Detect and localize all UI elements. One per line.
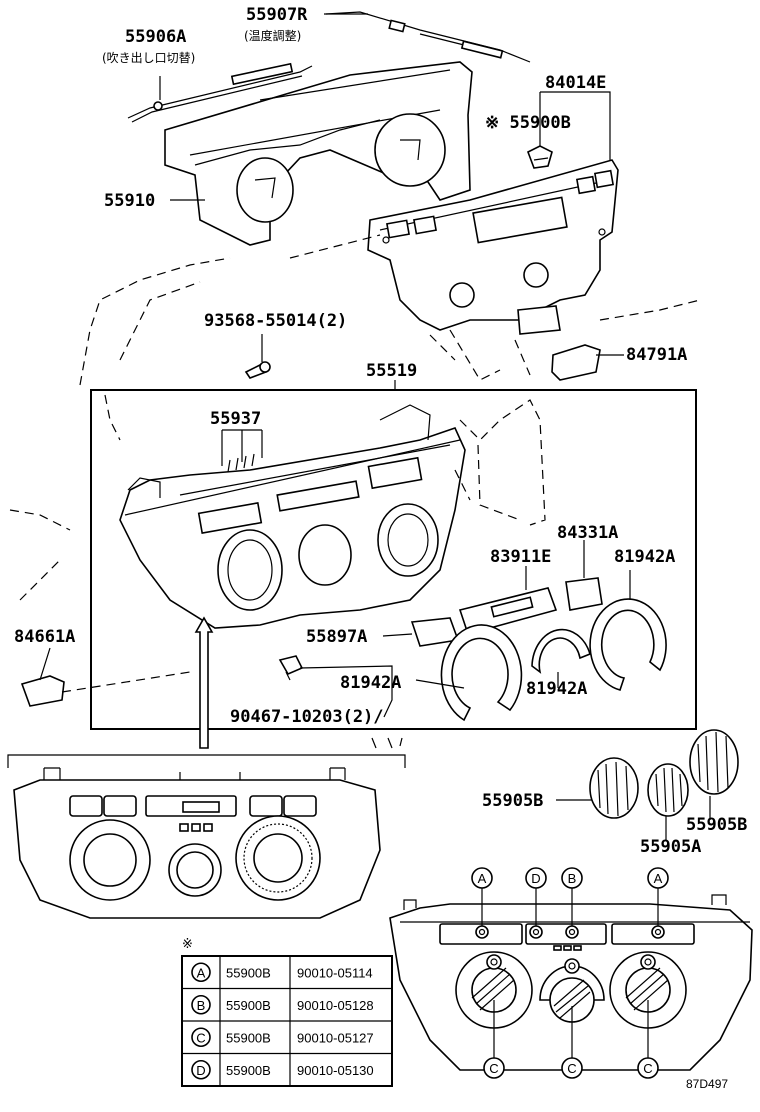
dashboard-outline <box>79 234 701 386</box>
svg-text:A: A <box>654 871 663 886</box>
table-row-marker <box>191 994 211 1015</box>
marker-b: B <box>561 867 583 889</box>
label-84661a: 84661A <box>14 627 75 647</box>
table-row-code: 90010-05128 <box>297 998 374 1013</box>
table-row-key: A <box>197 965 206 980</box>
bracket-55910 <box>164 61 473 246</box>
table-row-part: 55900B <box>226 998 271 1013</box>
label-55519: 55519 <box>366 361 417 381</box>
table-row-part: 55900B <box>226 1063 271 1078</box>
leader-lines <box>39 13 711 1058</box>
svg-text:C: C <box>643 1061 652 1076</box>
table-row-marker <box>191 1059 211 1080</box>
table-row: D 55900B 90010-05130 <box>191 1059 374 1080</box>
svg-text:A: A <box>478 871 487 886</box>
front-view-panel <box>13 767 381 919</box>
label-55900b: ※ 55900B <box>485 113 571 133</box>
label-90467: 90467-10203(2)/ <box>230 707 384 727</box>
label-83911e: 83911E <box>490 547 551 567</box>
marker-a-left: A <box>471 867 493 889</box>
table-row-key: D <box>196 1063 205 1078</box>
table-row-marker <box>191 1027 211 1048</box>
cable-55907r <box>325 11 531 63</box>
tick-marks <box>371 737 403 749</box>
panel-83911e <box>458 587 558 635</box>
panel-84014e <box>367 159 619 335</box>
dash-inner-2 <box>459 399 546 526</box>
dash-inner-3 <box>477 444 521 521</box>
diagram-code: 87D497 <box>686 1077 728 1091</box>
svg-text:C: C <box>567 1061 576 1076</box>
arrow-up <box>194 616 214 749</box>
dash-left-2 <box>19 559 61 601</box>
table-row-code: 90010-05130 <box>297 1063 374 1078</box>
table-row-part: 55900B <box>226 965 271 980</box>
button-84331a <box>565 577 603 611</box>
marker-d: D <box>525 867 547 889</box>
clip-90467 <box>278 655 304 681</box>
marker-c-right: C <box>637 1057 659 1079</box>
label-55910: 55910 <box>104 191 155 211</box>
svg-text:B: B <box>568 871 577 886</box>
screw-93568 <box>244 361 271 379</box>
knob-55905a <box>647 763 689 817</box>
control-housing-55519 <box>119 404 466 629</box>
label-55905b-1: 55905B <box>482 791 543 811</box>
label-55905b-2: 55905B <box>686 815 747 835</box>
dash-inner-1 <box>104 394 121 441</box>
table-note-symbol: ※ <box>182 936 193 951</box>
label-55907r: 55907R <box>246 5 308 25</box>
cover-84791a <box>551 344 601 381</box>
marker-a-right: A <box>647 867 669 889</box>
label-84791a: 84791A <box>626 345 687 365</box>
ring-81942a-left <box>440 624 523 722</box>
marker-c-middle: C <box>561 1057 583 1079</box>
table-row: A 55900B 90010-05114 <box>191 962 373 983</box>
clips-55937 <box>227 453 255 473</box>
table-row-key: C <box>196 1030 205 1045</box>
label-84331a: 84331A <box>557 523 618 543</box>
label-81942a-1: 81942A <box>614 547 675 567</box>
rear-view-panel <box>389 894 753 1071</box>
bracket-line <box>7 754 406 768</box>
table-row-code: 90010-05114 <box>297 965 373 980</box>
clip-55900b <box>526 145 553 169</box>
label-55906a-note: (吹き出し口切替) <box>102 51 195 65</box>
label-55937: 55937 <box>210 409 261 429</box>
assembly-box-55519 <box>90 389 697 730</box>
part-table <box>181 955 393 1087</box>
knob-55905b-left <box>589 757 639 819</box>
table-row-part: 55900B <box>226 1030 271 1045</box>
label-55906a: 55906A <box>125 27 186 47</box>
dash-84661a <box>61 671 191 693</box>
svg-text:D: D <box>531 871 540 886</box>
dash-inner-4 <box>454 469 471 501</box>
table-row: B 55900B 90010-05128 <box>191 994 374 1015</box>
table-row: C 55900B 90010-05127 <box>191 1027 374 1048</box>
dash-left-1 <box>9 509 71 531</box>
label-84014e: 84014E <box>545 73 606 93</box>
ring-81942a-right <box>589 598 667 691</box>
cover-84661a <box>20 675 65 707</box>
label-93568: 93568-55014(2) <box>204 311 347 331</box>
label-81942a-3: 81942A <box>526 679 587 699</box>
knob-55905b-right <box>689 729 739 795</box>
table-row-marker <box>191 962 211 983</box>
marker-c-left: C <box>483 1057 505 1079</box>
label-55907r-note: (温度調整) <box>244 28 301 43</box>
table-row-code: 90010-05127 <box>297 1030 374 1045</box>
ring-81942a-middle <box>531 628 591 674</box>
label-81942a-2: 81942A <box>340 673 401 693</box>
cable-55906a <box>127 62 313 123</box>
table-row-key: B <box>197 998 206 1013</box>
label-55905a: 55905A <box>640 837 701 857</box>
label-55897a: 55897A <box>306 627 367 647</box>
svg-text:C: C <box>489 1061 498 1076</box>
